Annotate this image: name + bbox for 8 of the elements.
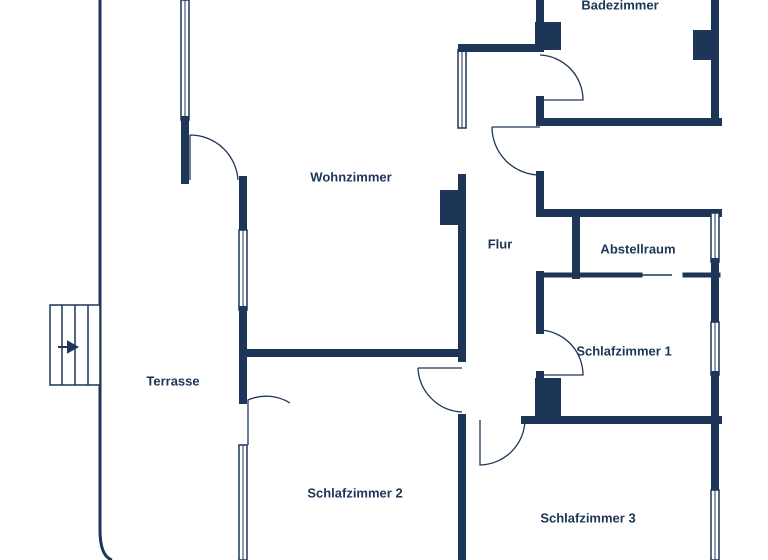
room-label: Schlafzimmer 2 bbox=[307, 486, 403, 500]
room-label: Schlafzimmer 3 bbox=[540, 510, 636, 526]
room-label: Schlafzimmer 1 bbox=[576, 344, 672, 358]
room-label: Abstellraum bbox=[600, 242, 676, 256]
room-label: Wohnzimmer bbox=[310, 170, 392, 184]
room-label: Terrasse bbox=[146, 374, 200, 388]
room-label: Badezimmer bbox=[581, 0, 659, 12]
room-label: Flur bbox=[488, 236, 512, 252]
